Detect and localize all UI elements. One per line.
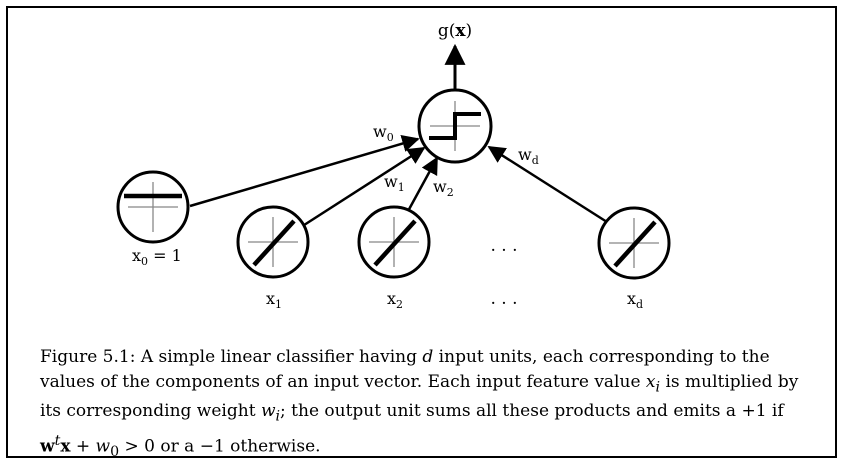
output-label: g(x): [438, 21, 472, 41]
input-label-x0: x0 = 1: [132, 246, 182, 268]
input-unit-x1: [236, 205, 310, 279]
output-unit: [417, 88, 493, 164]
bias-unit: [116, 170, 190, 244]
edge-x1-to-output: [300, 146, 426, 229]
figure-caption: Figure 5.1: A simple linear classifier h…: [40, 347, 799, 461]
weight-label-wd: wd: [518, 145, 539, 167]
edge-x2-to-output: [405, 156, 439, 214]
ellipsis-labels: . . .: [490, 289, 517, 309]
input-unit-xd: [597, 206, 671, 280]
input-label-x1: x1: [266, 289, 282, 311]
edge-x0-to-output: [189, 135, 420, 208]
ellipsis-units: . . .: [490, 236, 517, 256]
weight-label-w2: w2: [433, 177, 454, 199]
edge-xd-to-output: [487, 145, 608, 224]
input-label-x2: x2: [387, 289, 403, 311]
neural-unit-diagram: g(x) w0 w1 w2 wd x0 = 1 x1 x2 xd . . . .…: [116, 21, 671, 311]
weight-label-w1: w1: [384, 172, 405, 194]
input-unit-x2: [357, 205, 431, 279]
weight-label-w0: w0: [373, 122, 394, 144]
input-label-xd: xd: [627, 289, 643, 311]
